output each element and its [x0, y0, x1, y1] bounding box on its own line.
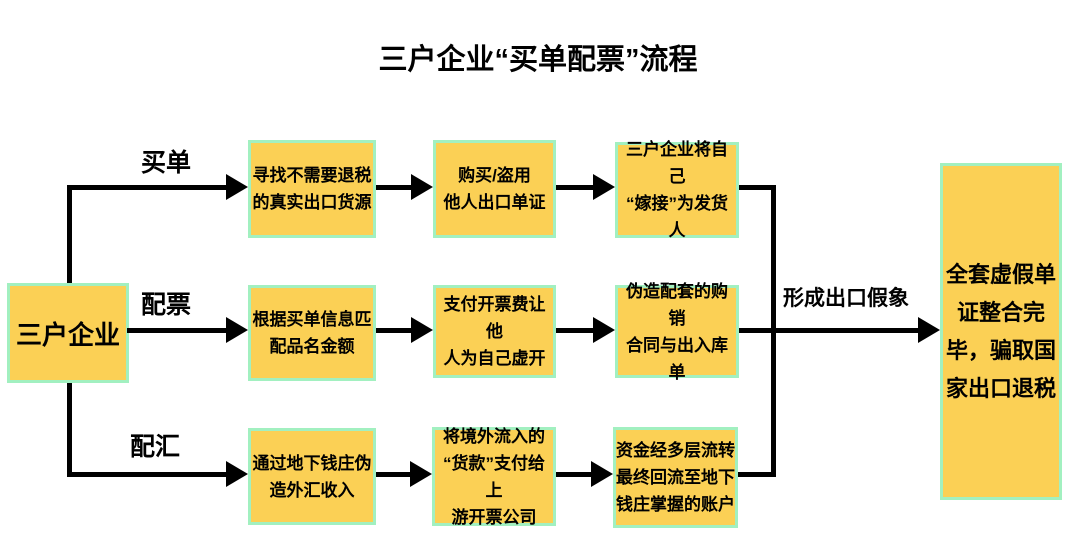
connector-row1-start — [67, 185, 230, 190]
step-box-r1c2: 购买/盗用 他人出口单证 — [433, 140, 556, 238]
result-box-label: 全套虚假单 证整合完 毕，骗取国 家出口退税 — [945, 261, 1056, 401]
step-box-r1c3: 三户企业将自己 “嫁接”为发货人 — [615, 140, 739, 240]
connector-row2-start — [127, 328, 230, 333]
connector-left-up — [67, 185, 72, 283]
arrowhead-right-icon — [226, 174, 248, 200]
result-box: 全套虚假单 证整合完 毕，骗取国 家出口退税 — [940, 163, 1062, 500]
connector-merge-to-result — [739, 328, 922, 333]
arrowhead-right-icon — [411, 174, 433, 200]
step-box-r1c1-label: 寻找不需要退税 的真实出口货源 — [252, 166, 372, 212]
arrowhead-right-icon — [918, 317, 940, 343]
step-box-r3c1: 通过地下钱庄伪 造外汇收入 — [248, 428, 376, 525]
connector-row3-s1-s2 — [376, 472, 412, 477]
step-box-r2c1: 根据买单信息匹 配品名金额 — [248, 285, 376, 381]
connector-row2-s2-s3 — [556, 328, 595, 333]
step-box-r3c3: 资金经多层流转 最终回流至地下 钱庄掌握的账户 — [613, 427, 738, 528]
step-box-r3c3-label: 资金经多层流转 最终回流至地下 钱庄掌握的账户 — [616, 441, 735, 514]
source-box: 三户企业 — [7, 283, 129, 383]
arrowhead-right-icon — [593, 174, 615, 200]
step-box-r2c3-label: 伪造配套的购销 合同与出入库单 — [626, 281, 728, 382]
arrowhead-right-icon — [226, 317, 248, 343]
arrowhead-right-icon — [411, 317, 433, 343]
row-label-buy-orders: 买单 — [141, 149, 192, 177]
connector-row3-merge — [738, 472, 776, 477]
source-box-label: 三户企业 — [15, 319, 120, 350]
step-box-r2c2-label: 支付开票费让他 人为自己虚开 — [443, 295, 546, 368]
step-box-r3c2: 将境外流入的 “货款”支付给上 游开票公司 — [432, 427, 556, 527]
connector-row1-s1-s2 — [376, 185, 413, 190]
row-label-match-invoices: 配票 — [141, 291, 192, 319]
connector-row2-s1-s2 — [376, 328, 413, 333]
step-box-r2c1-label: 根据买单信息匹 配品名金额 — [252, 310, 372, 356]
connector-left-down — [67, 383, 72, 477]
step-box-r3c1-label: 通过地下钱庄伪 造外汇收入 — [252, 453, 372, 500]
arrowhead-right-icon — [593, 317, 615, 343]
step-box-r2c3: 伪造配套的购销 合同与出入库单 — [615, 282, 739, 382]
step-box-r1c3-label: 三户企业将自己 “嫁接”为发货人 — [626, 140, 728, 240]
step-box-r1c2-label: 购买/盗用 他人出口单证 — [443, 166, 546, 212]
connector-row1-s2-s3 — [556, 185, 595, 190]
step-box-r2c2: 支付开票费让他 人为自己虚开 — [433, 285, 556, 378]
arrowhead-right-icon — [226, 461, 248, 487]
connector-row1-merge — [739, 185, 776, 190]
connector-row3-s2-s3 — [556, 472, 593, 477]
page-title: 三户企业“买单配票”流程 — [378, 44, 698, 76]
arrowhead-right-icon — [591, 461, 613, 487]
arrowhead-right-icon — [410, 461, 432, 487]
connector-row3-start — [67, 472, 230, 477]
step-box-r1c1: 寻找不需要退税 的真实出口货源 — [248, 140, 376, 238]
row-label-match-forex: 配汇 — [130, 433, 181, 461]
step-box-r3c2-label: 将境外流入的 “货款”支付给上 游开票公司 — [443, 426, 545, 527]
merge-annotation: 形成出口假象 — [783, 287, 909, 310]
